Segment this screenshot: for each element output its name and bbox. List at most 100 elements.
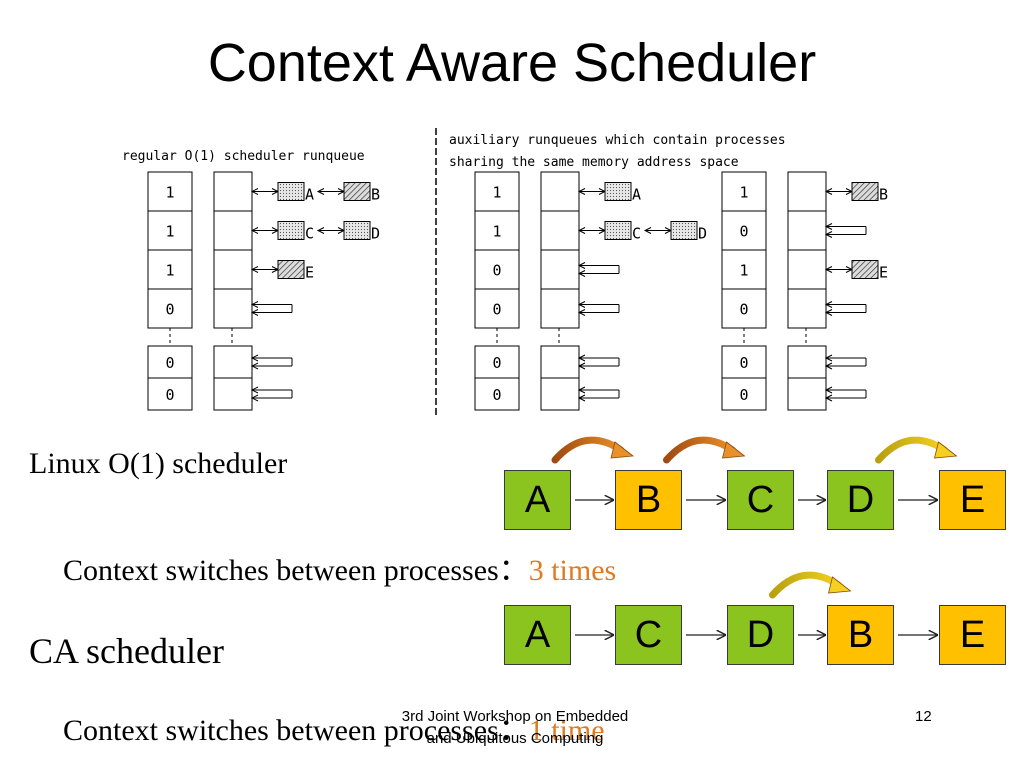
slide-title: Context Aware Scheduler <box>207 33 817 93</box>
linux-process-b: B <box>615 470 682 530</box>
task-box <box>277 260 305 279</box>
task-label: B <box>371 186 380 204</box>
linux-context-switch-arrowhead <box>933 441 958 459</box>
task-label: A <box>632 186 641 204</box>
footer: 3rd Joint Workshop on Embedded and Ubiqu… <box>355 706 675 750</box>
task-link <box>316 188 325 195</box>
list-pointer <box>577 301 586 308</box>
bitmap-cell <box>721 345 767 379</box>
task-label: C <box>632 225 641 243</box>
page-number: 12 <box>915 708 932 725</box>
linux-switch-line: Context switches between processes：3 tim… <box>63 545 616 589</box>
list-pointer <box>250 309 259 316</box>
bitmap-bit: 1 <box>165 223 174 241</box>
bitmap-bit: 1 <box>492 184 501 202</box>
list-pointer <box>577 394 586 402</box>
footer-line2: and Ubiquitous Computing <box>426 730 604 747</box>
priority-slot <box>213 288 253 329</box>
task-label: D <box>698 225 707 243</box>
bitmap-cell <box>474 377 520 411</box>
linux-switch-text: Context switches between processes： <box>63 554 529 587</box>
list-pointer <box>824 223 833 230</box>
list-pointer <box>250 301 259 308</box>
list-pointer <box>824 301 833 308</box>
bitmap-cell <box>721 171 767 212</box>
ca-switch-count: 1 time <box>528 714 605 747</box>
ca-scheduler-label: CA scheduler <box>29 631 224 671</box>
runqueue-figure: regular O(1) scheduler runqueue auxiliar… <box>122 128 888 415</box>
bitmap-bit: 1 <box>165 262 174 280</box>
linux-context-switch-arc <box>663 436 736 464</box>
priority-slot <box>540 377 580 411</box>
ca-process-c: C <box>615 605 682 665</box>
task-box <box>343 221 371 240</box>
bitmap-cell <box>721 288 767 329</box>
bitmap-bit: 0 <box>492 262 501 280</box>
priority-slot <box>787 288 827 329</box>
list-pointer <box>577 270 586 277</box>
bitmap-cell <box>147 171 193 212</box>
ca-process-b: B <box>827 605 894 665</box>
bitmap-cell <box>474 171 520 212</box>
ca-context-switch-arrowhead <box>827 576 852 594</box>
priority-slot <box>540 171 580 212</box>
linux-switch-count: 3 times <box>528 554 617 587</box>
priority-slot <box>787 249 827 290</box>
task-label: E <box>879 264 888 282</box>
list-pointer <box>577 354 586 362</box>
bitmap-cell <box>147 377 193 411</box>
list-pointer <box>577 362 586 370</box>
bitmap-bit: 0 <box>492 354 501 372</box>
task-label: C <box>305 225 314 243</box>
bitmap-bit: 0 <box>739 223 748 241</box>
ca-process-e: E <box>939 605 1006 665</box>
bitmap-cell <box>147 288 193 329</box>
priority-slot <box>540 288 580 329</box>
list-pointer <box>250 386 259 394</box>
linux-context-switch-arc <box>551 436 625 464</box>
right-header-line1: auxiliary runqueues which contain proces… <box>449 133 786 148</box>
list-pointer <box>824 354 833 362</box>
priority-slot <box>787 377 827 411</box>
bitmap-cell <box>474 210 520 251</box>
bitmap-bit: 0 <box>739 301 748 319</box>
bitmap-bit: 0 <box>739 386 748 404</box>
bitmap-bit: 0 <box>492 301 501 319</box>
priority-slot <box>787 171 827 212</box>
task-link <box>577 227 586 234</box>
bitmap-cell <box>474 249 520 290</box>
bitmap-cell <box>721 377 767 411</box>
list-pointer <box>824 231 833 238</box>
task-box <box>604 182 632 201</box>
bitmap-bit: 1 <box>739 262 748 280</box>
linux-process-a: A <box>504 470 571 530</box>
bitmap-cell <box>474 345 520 379</box>
priority-slot <box>540 210 580 251</box>
task-box <box>277 221 305 240</box>
linux-process-d: D <box>827 470 894 530</box>
bitmap-cell <box>474 288 520 329</box>
linux-context-switch-arrowhead <box>721 441 746 459</box>
priority-slot <box>213 210 253 251</box>
list-pointer <box>577 262 586 269</box>
linux-scheduler-label: Linux O(1) scheduler <box>29 447 288 480</box>
priority-slot <box>213 171 253 212</box>
list-pointer <box>824 362 833 370</box>
task-link <box>316 227 325 234</box>
priority-slot <box>787 345 827 379</box>
task-label: E <box>305 264 314 282</box>
bitmap-cell <box>147 210 193 251</box>
priority-slot <box>540 249 580 290</box>
priority-slot <box>213 377 253 411</box>
task-label: B <box>879 186 888 204</box>
ca-context-switch-arc <box>769 571 842 599</box>
task-link <box>250 188 259 195</box>
priority-slot <box>213 249 253 290</box>
ca-switch-line: Context switches between processes：1 tim… <box>63 705 605 749</box>
task-label: A <box>305 186 314 204</box>
bitmap-cell <box>721 249 767 290</box>
bitmap-bit: 0 <box>739 354 748 372</box>
